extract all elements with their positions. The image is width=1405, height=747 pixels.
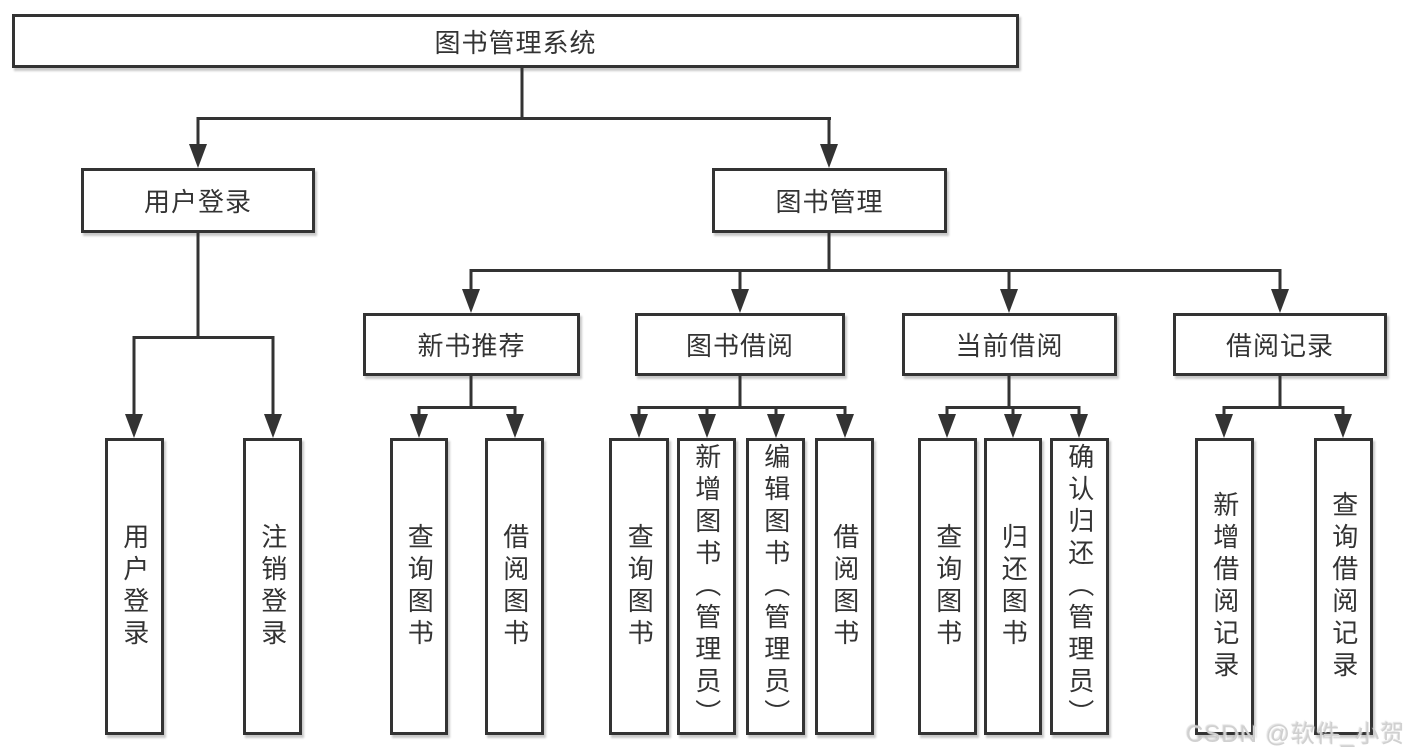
csdn-watermark: CSDN @软件_小贺同学	[1186, 721, 1405, 747]
connector-drop-new-book	[469, 269, 473, 293]
connector-drop-query-borrowing	[637, 406, 641, 418]
node-book-management: 图书管理	[712, 168, 947, 233]
connector-new-book-rail	[418, 406, 516, 409]
connector-drop-query-recommend	[417, 406, 421, 418]
leaf-logout: 注销登录	[243, 438, 302, 735]
arrow-user-login	[189, 144, 207, 168]
connector-drop-add-record	[1222, 406, 1226, 418]
arrow-query-borrowing	[630, 414, 648, 438]
connector-drop-borrow-recommend	[513, 406, 517, 418]
node-book-borrowing: 图书借阅	[635, 313, 845, 376]
connector-book-management-rail	[470, 269, 1281, 272]
connector-drop-confirm-return	[1077, 406, 1081, 418]
node-library-system: 图书管理系统	[12, 14, 1019, 68]
connector-drop-book-borrowing	[738, 269, 742, 293]
connector-borrowing-records-stem	[1278, 376, 1282, 408]
arrow-leaf-logout	[264, 414, 282, 438]
connector-drop-borrowing-records	[1278, 269, 1282, 293]
arrow-borrow-books	[836, 414, 854, 438]
connector-drop-leaf-user-login	[132, 336, 136, 416]
arrow-borrowing-records	[1271, 289, 1289, 313]
arrow-book-management	[820, 144, 838, 168]
connector-book-borrowing-stem	[738, 376, 742, 408]
leaf-edit-books-admin: 编辑图书（管理员）	[746, 438, 805, 735]
connector-drop-user-login	[196, 117, 200, 148]
connector-drop-query-record	[1341, 406, 1345, 418]
arrow-add-books	[698, 414, 716, 438]
connector-book-management-stem	[827, 233, 831, 271]
arrow-query-recommend	[410, 414, 428, 438]
arrow-return-books	[1004, 414, 1022, 438]
node-current-borrowing: 当前借阅	[902, 313, 1117, 376]
leaf-add-borrow-record: 新增借阅记录	[1195, 438, 1254, 735]
arrow-query-current	[938, 414, 956, 438]
connector-drop-current-borrowing	[1007, 269, 1011, 293]
connector-borrowing-records-rail	[1223, 406, 1344, 409]
leaf-add-books-admin: 新增图书（管理员）	[677, 438, 736, 735]
connector-drop-book-management	[827, 117, 831, 148]
node-new-book-recommendation: 新书推荐	[363, 313, 580, 376]
connector-drop-edit-books	[774, 406, 778, 418]
leaf-borrow-books-recommend: 借阅图书	[485, 438, 544, 735]
connector-drop-query-current	[945, 406, 949, 418]
leaf-return-books: 归还图书	[984, 438, 1042, 735]
leaf-query-books-recommend: 查询图书	[390, 438, 448, 735]
arrow-confirm-return	[1070, 414, 1088, 438]
connector-book-borrowing-rail	[638, 406, 846, 409]
arrow-book-borrowing	[731, 289, 749, 313]
connector-user-login-stem	[196, 233, 200, 338]
leaf-confirm-return-admin: 确认归还（管理员）	[1050, 438, 1109, 735]
connector-root-rail	[197, 117, 831, 120]
arrow-add-record	[1215, 414, 1233, 438]
connector-user-login-rail	[133, 336, 274, 339]
node-borrowing-records: 借阅记录	[1173, 313, 1387, 376]
arrow-borrow-recommend	[506, 414, 524, 438]
connector-drop-add-books	[705, 406, 709, 418]
leaf-borrow-books-borrowing: 借阅图书	[815, 438, 874, 735]
connector-root-stem	[520, 68, 524, 118]
connector-drop-return-books	[1011, 406, 1015, 418]
node-user-login: 用户登录	[81, 168, 315, 233]
leaf-user-login: 用户登录	[105, 438, 164, 735]
leaf-query-books-borrowing: 查询图书	[609, 438, 669, 735]
arrow-query-record	[1334, 414, 1352, 438]
connector-new-book-stem	[469, 376, 473, 408]
arrow-new-book	[462, 289, 480, 313]
connector-drop-borrow-books	[843, 406, 847, 418]
arrow-leaf-user-login	[125, 414, 143, 438]
arrow-edit-books	[767, 414, 785, 438]
connector-current-borrowing-stem	[1007, 376, 1011, 408]
leaf-query-borrow-record: 查询借阅记录	[1314, 438, 1373, 735]
leaf-query-books-current: 查询图书	[918, 438, 977, 735]
connector-drop-leaf-logout	[271, 336, 275, 416]
arrow-current-borrowing	[1000, 289, 1018, 313]
